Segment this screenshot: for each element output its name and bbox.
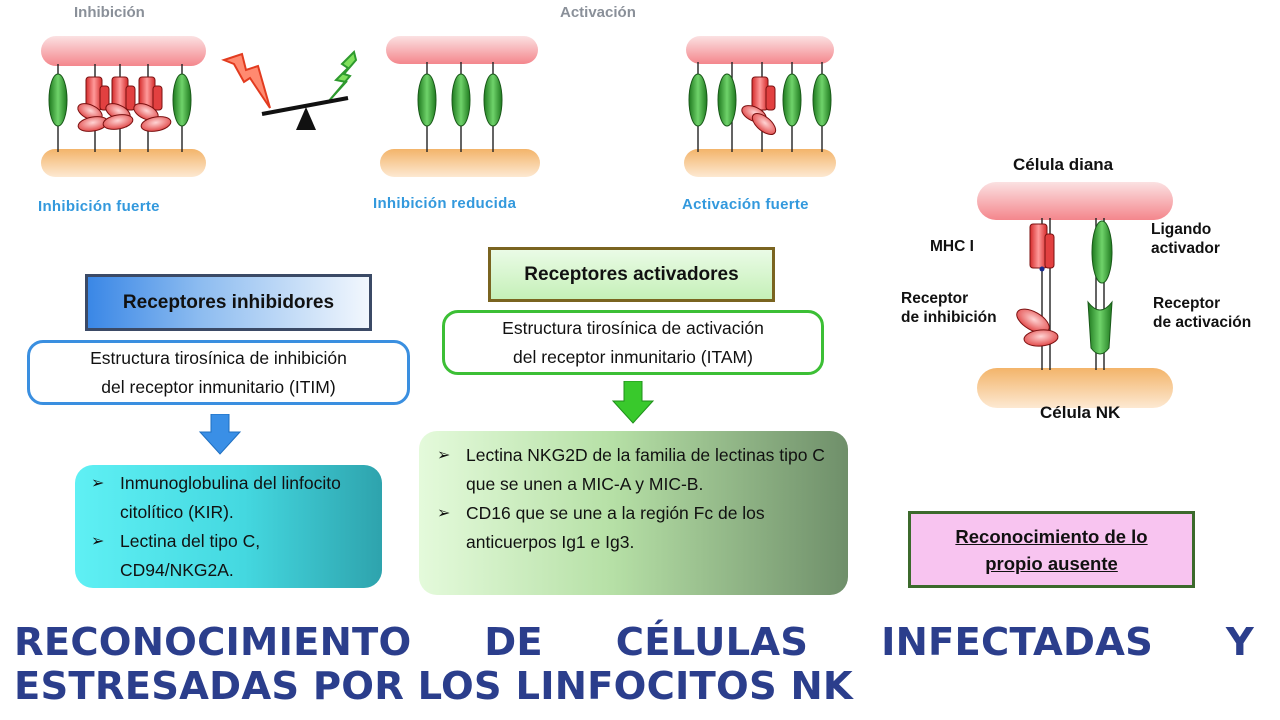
balance-seesaw-icon	[220, 48, 370, 143]
title-word: CÉLULAS	[615, 620, 809, 665]
legend-activating-ligand: Ligando activador	[1151, 221, 1220, 257]
itim-line2: del receptor inmunitario (ITIM)	[101, 376, 336, 397]
activating-receptors-list: ➢Lectina NKG2D de la familia de lectinas…	[419, 431, 848, 595]
itim-box: Estructura tirosínica de inhibición del …	[27, 340, 410, 405]
title-word: DE	[484, 620, 543, 665]
missing-self-box: Reconocimiento de lo propio ausente	[908, 511, 1195, 588]
arrow-down-green-icon	[611, 380, 655, 430]
activation-header: Activación	[560, 4, 636, 21]
caption-reduced-inhibition: Inhibición reducida	[373, 195, 517, 212]
list-item: ➢CD16 que se une a la región Fc de los a…	[437, 499, 838, 557]
strong-inhibition-diagram	[38, 34, 208, 179]
inhibition-header: Inhibición	[74, 4, 145, 21]
itam-box: Estructura tirosínica de activación del …	[442, 310, 824, 375]
title-word: INFECTADAS	[881, 620, 1154, 665]
arrowhead-bullet-icon: ➢	[91, 533, 105, 550]
list-item: ➢Lectina del tipo C, CD94/NKG2A.	[91, 527, 372, 585]
inhibitory-receptors-list: ➢Inmunoglobulina del linfocito citolític…	[75, 465, 382, 588]
list-item: ➢Inmunoglobulina del linfocito citolític…	[91, 469, 372, 527]
reduced-inhibition-diagram	[378, 34, 542, 179]
legend-target-cell: Célula diana	[1013, 155, 1114, 174]
legend-cell-diagram	[975, 178, 1175, 418]
caption-strong-activation: Activación fuerte	[682, 196, 809, 213]
missing-self-line1: Reconocimiento de lo	[955, 525, 1148, 547]
legend-activating-receptor: Receptor de activación	[1153, 295, 1252, 331]
arrowhead-bullet-icon: ➢	[437, 505, 451, 522]
itam-line1: Estructura tirosínica de activación	[502, 317, 764, 338]
arrow-down-blue-icon	[198, 413, 242, 461]
missing-self-line2: propio ausente	[985, 552, 1118, 574]
list-item: ➢Lectina NKG2D de la familia de lectinas…	[437, 441, 838, 499]
arrowhead-bullet-icon: ➢	[91, 475, 105, 492]
arrowhead-bullet-icon: ➢	[437, 447, 451, 464]
title-line2: ESTRESADAS POR LOS LINFOCITOS NK	[14, 664, 853, 709]
itam-line2: del receptor inmunitario (ITAM)	[513, 346, 753, 367]
legend-mhc: MHC I	[930, 238, 974, 255]
strong-activation-diagram	[682, 34, 838, 179]
legend-nk-cell: Célula NK	[1040, 403, 1121, 422]
activating-receptors-title: Receptores activadores	[488, 247, 775, 302]
title-word: RECONOCIMIENTO	[14, 620, 412, 665]
itim-line1: Estructura tirosínica de inhibición	[90, 347, 347, 368]
caption-strong-inhibition: Inhibición fuerte	[38, 198, 160, 215]
legend-inhibitory-receptor: Receptor de inhibición	[901, 290, 997, 326]
page-title: RECONOCIMIENTO DE CÉLULAS INFECTADAS Y E…	[14, 621, 1254, 709]
inhibitory-receptors-title: Receptores inhibidores	[85, 274, 372, 331]
title-word: Y	[1225, 620, 1254, 665]
